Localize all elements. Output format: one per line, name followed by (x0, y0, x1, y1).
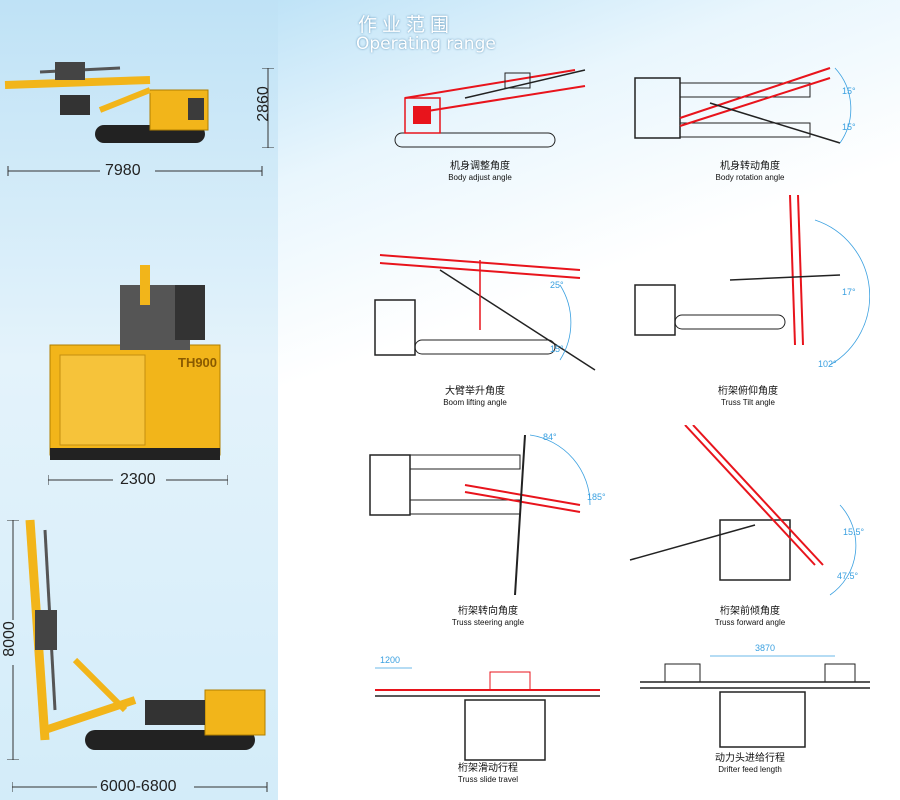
diagram-body-adjust (394, 69, 586, 148)
measure-drifter-feed: 3870 (755, 643, 775, 653)
angle-truss-steering-1: 84° (543, 432, 557, 442)
dimension-width-line (48, 475, 228, 485)
machine-rear-view (49, 265, 221, 460)
diagram-drifter-feed: 3870 (640, 643, 870, 748)
angle-boom-lifting-2: 15° (550, 344, 564, 354)
diagram-boom-lifting: 25° 15° (374, 254, 596, 371)
dimension-width: 2300 (120, 471, 156, 488)
angle-body-rotation-2: 15° (842, 122, 856, 132)
angle-truss-tilt-2: 102° (818, 359, 837, 369)
dimension-working-length-line (12, 782, 268, 792)
angle-truss-steering-2: 185° (587, 492, 606, 502)
angle-truss-forward-2: 47.5° (837, 571, 859, 581)
diagram-body-rotation: 15° 15° (634, 67, 856, 144)
dimension-length-line (7, 166, 263, 176)
diagram-truss-slide: 1200 (375, 655, 600, 761)
dimension-length: 7980 (105, 162, 141, 179)
right-panel (278, 0, 900, 800)
angle-body-rotation-1: 15° (842, 86, 856, 96)
page-title-en: Operating range (356, 34, 496, 54)
dimension-height-line (262, 68, 274, 148)
angle-truss-forward-1: 15.5° (843, 527, 865, 537)
page-title-zh: 作业范围 (358, 14, 455, 36)
diagram-truss-tilt: 17° 102° (634, 195, 870, 369)
machine-side-view (4, 62, 209, 143)
measure-truss-slide: 1200 (380, 655, 400, 665)
machine-raised-view (25, 519, 266, 750)
diagram-truss-forward: 15.5° 47.5° (629, 425, 865, 596)
diagram-truss-steering: 84° 185° (369, 432, 606, 596)
angle-truss-tilt-1: 17° (842, 287, 856, 297)
dimension-working-height-line (7, 520, 19, 760)
dimension-working-length: 6000-6800 (100, 778, 177, 795)
angle-boom-lifting-1: 25° (550, 280, 564, 290)
model-label: TH900 (178, 355, 218, 370)
